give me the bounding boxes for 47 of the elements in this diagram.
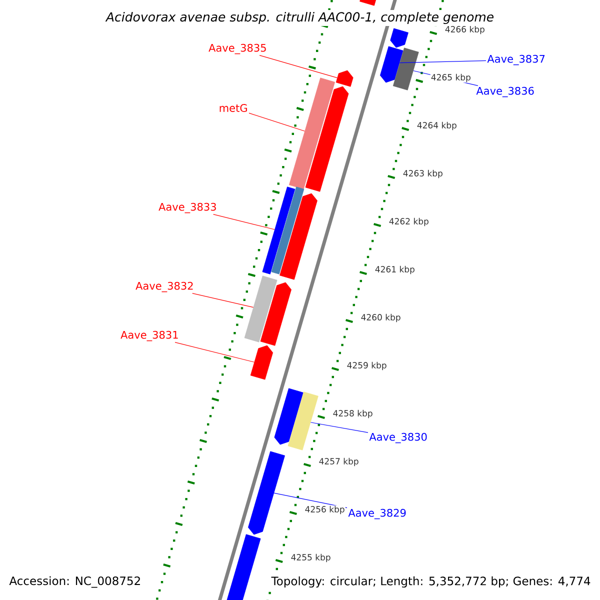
gene-label: Aave_3830	[369, 432, 427, 444]
gene-label: metG	[220, 104, 247, 112]
gene-feature	[271, 186, 304, 274]
gene-label: Aave_3835	[208, 44, 266, 54]
gene-feature	[392, 48, 419, 90]
gene-feature	[280, 193, 318, 280]
footer-text: Accession: NC_008752	[8, 575, 142, 589]
scale-label: 4256 kbp	[304, 505, 346, 515]
scale-label: 4260 kbp	[360, 313, 402, 323]
leader-line	[274, 492, 348, 508]
footer-text: Topology: circular; Length: 5,352,772 bp; Genes: 4,774	[270, 575, 592, 589]
leader-line	[213, 214, 275, 230]
gene-label: Aave_3832	[136, 282, 193, 292]
gene-feature	[244, 276, 278, 342]
scale-label: 4258 kbp	[332, 409, 374, 419]
leader-line	[259, 55, 338, 78]
leader-line	[174, 342, 255, 362]
gene-label: Aave_3829	[348, 508, 406, 520]
gene-label: Aave_3831	[120, 330, 178, 342]
scale-label: 4257 kbp	[318, 457, 360, 467]
scale-label: 4263 kbp	[402, 169, 444, 179]
scale-label: 4259 kbp	[346, 361, 388, 371]
gene-label: Aave_3836	[476, 86, 534, 98]
gene-feature	[336, 70, 354, 87]
scale-label: 4255 kbp	[290, 553, 332, 563]
leader-line	[310, 422, 368, 433]
leader-line	[248, 112, 305, 132]
gene-label: Aave_3833	[158, 202, 216, 214]
gene-feature	[250, 345, 274, 380]
gene-feature	[260, 282, 292, 346]
scale-label: 4265 kbp	[430, 73, 472, 83]
gene-feature	[288, 78, 336, 190]
gene-feature	[305, 86, 349, 192]
scale-label: 4261 kbp	[374, 265, 416, 275]
gene-feature	[248, 451, 285, 535]
leader-line	[399, 60, 486, 64]
gene-feature	[360, 0, 378, 6]
gene-feature	[224, 534, 261, 600]
gene-feature	[390, 28, 408, 48]
gene-feature	[274, 388, 304, 445]
gene-label: Aave_3837	[487, 54, 545, 66]
title: Acidovorax avenae subsp. citrulli AAC00-1, complete genome	[104, 10, 496, 26]
leader-line	[192, 293, 254, 308]
scale-label: 4262 kbp	[388, 217, 430, 227]
scale-label: 4264 kbp	[416, 121, 458, 131]
gene-feature	[262, 186, 296, 274]
gene-feature	[288, 392, 318, 450]
